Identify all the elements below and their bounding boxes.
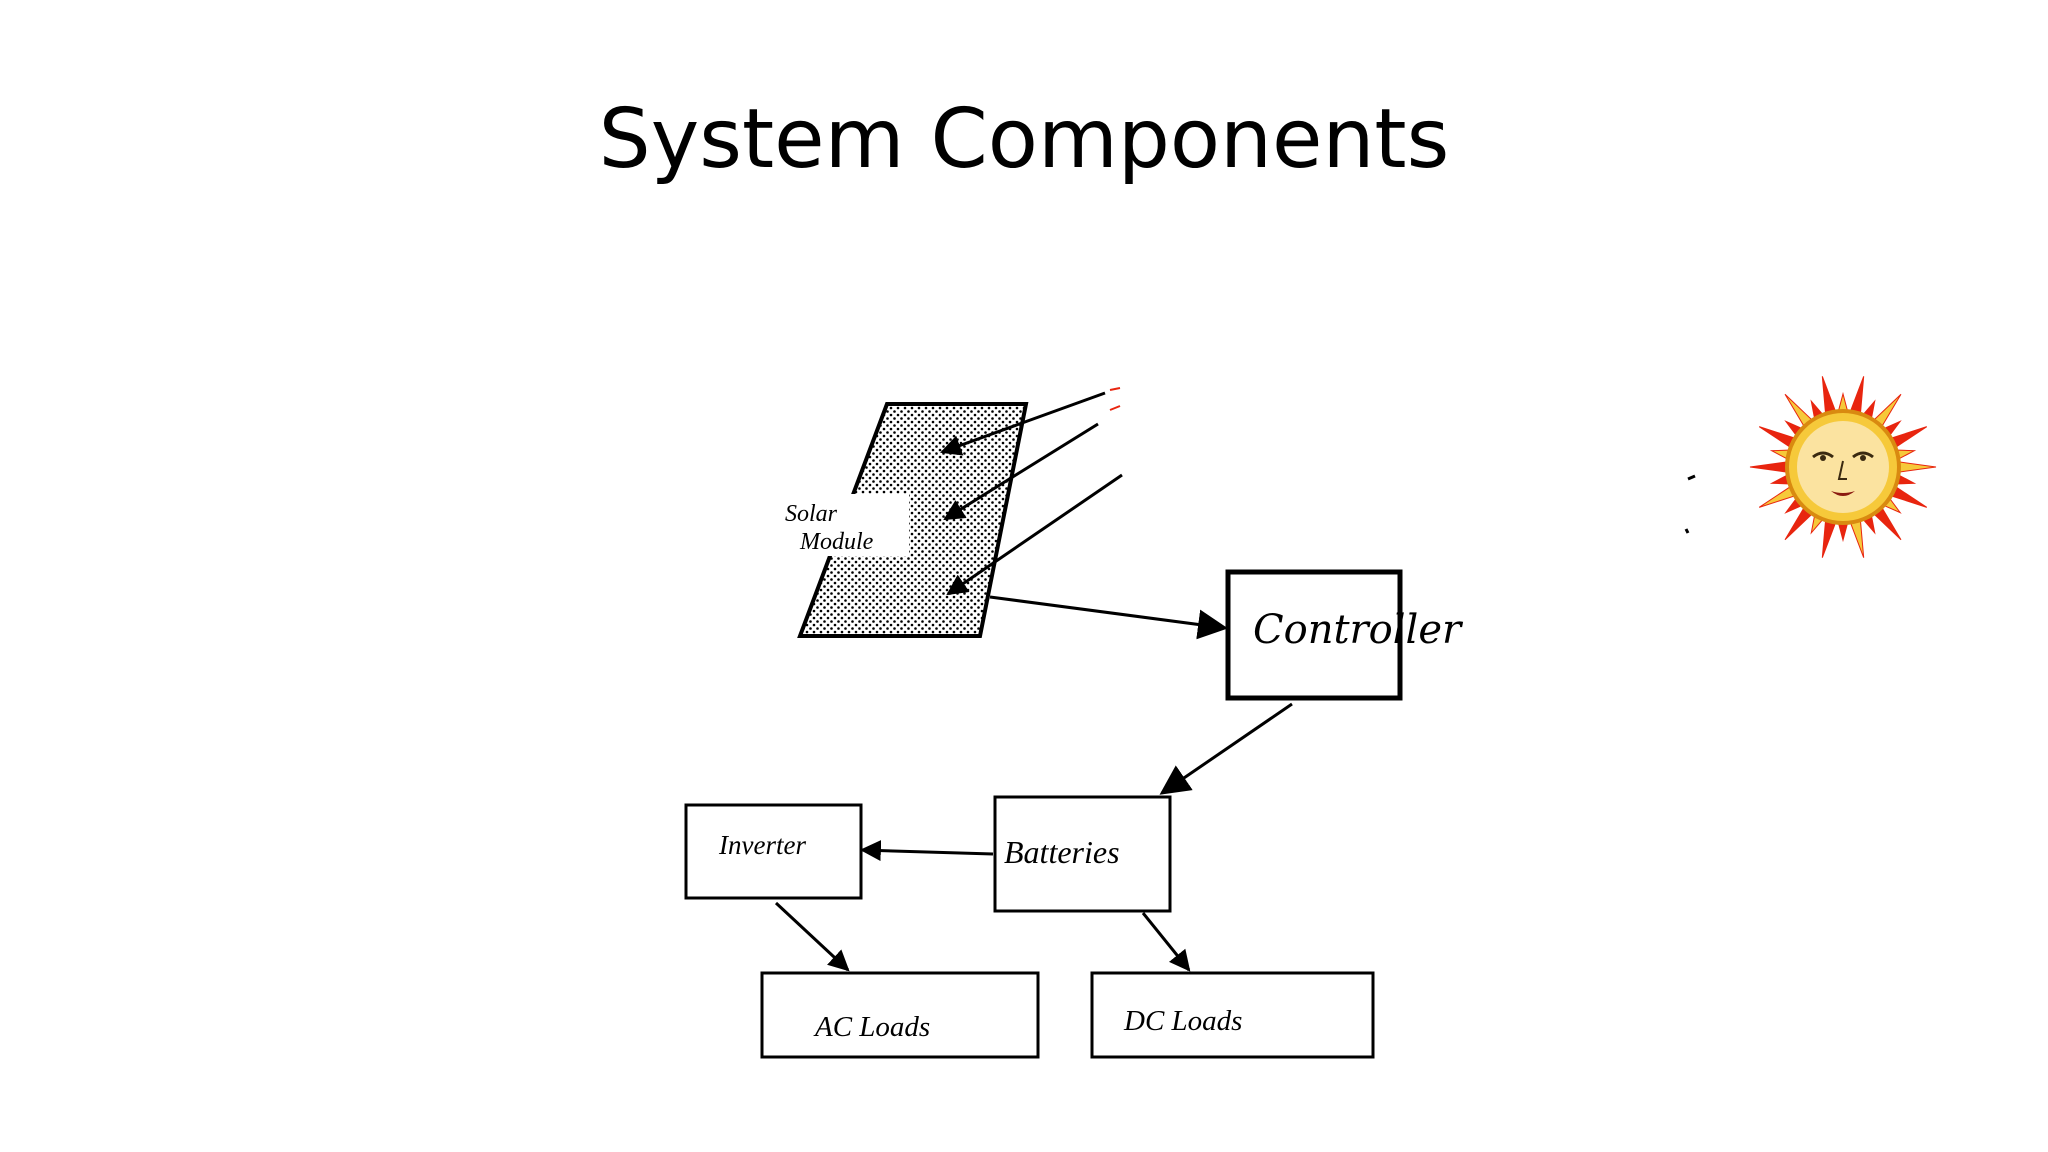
controller-label: Controller — [1253, 607, 1464, 653]
controller-node: Controller — [1225, 569, 1464, 701]
sun-stray-mark-1 — [1687, 474, 1696, 481]
sunlight-ray-3 — [946, 473, 1123, 596]
sun-mouth — [1831, 491, 1855, 496]
dc-loads-box — [1090, 971, 1375, 1059]
sun-nose — [1837, 460, 1847, 480]
dc-loads-label: DC Loads — [1123, 1005, 1242, 1037]
controller-box — [1225, 569, 1403, 701]
sunlight-rays — [940, 387, 1123, 596]
solar-module: Solar Module — [777, 402, 1029, 638]
solar-label-backdrop — [777, 494, 909, 556]
ac-loads-label: AC Loads — [813, 1011, 930, 1043]
inverter-node: Inverter — [684, 803, 863, 900]
dc-loads-node: DC Loads — [1090, 971, 1375, 1059]
solar-module-label-line1: Solar — [785, 501, 838, 527]
ac-loads-node: AC Loads — [760, 971, 1040, 1059]
sunlight-ray-tick-2 — [1109, 405, 1121, 411]
sun-right-eye — [1852, 451, 1874, 459]
solar-module-label-line2: Module — [799, 529, 874, 555]
sunlight-ray-2 — [943, 422, 1099, 521]
arrow-controller-to-batteries — [1159, 702, 1293, 795]
arrow-solar-to-controller — [989, 595, 1228, 640]
arrow-inverter-to-ac-loads — [774, 901, 850, 972]
sun-face-inner — [1797, 421, 1889, 513]
arrow-batteries-to-dc-loads — [1141, 912, 1191, 972]
sun-stray-mark-2 — [1684, 528, 1690, 534]
inverter-label: Inverter — [718, 830, 806, 860]
batteries-node: Batteries — [993, 795, 1172, 913]
sun-right-pupil — [1860, 455, 1866, 461]
arrow-batteries-to-inverter — [859, 840, 994, 862]
batteries-label: Batteries — [1004, 834, 1120, 870]
sun-icon — [1684, 376, 1937, 558]
sun-left-pupil — [1820, 455, 1826, 461]
slide-title: System Components — [598, 92, 1450, 187]
inverter-box — [684, 803, 863, 900]
sunlight-ray-1 — [940, 391, 1106, 456]
sunlight-ray-tick-1 — [1109, 387, 1121, 391]
batteries-box — [993, 795, 1172, 913]
ac-loads-box — [760, 971, 1040, 1059]
sun-left-eye — [1812, 451, 1834, 459]
